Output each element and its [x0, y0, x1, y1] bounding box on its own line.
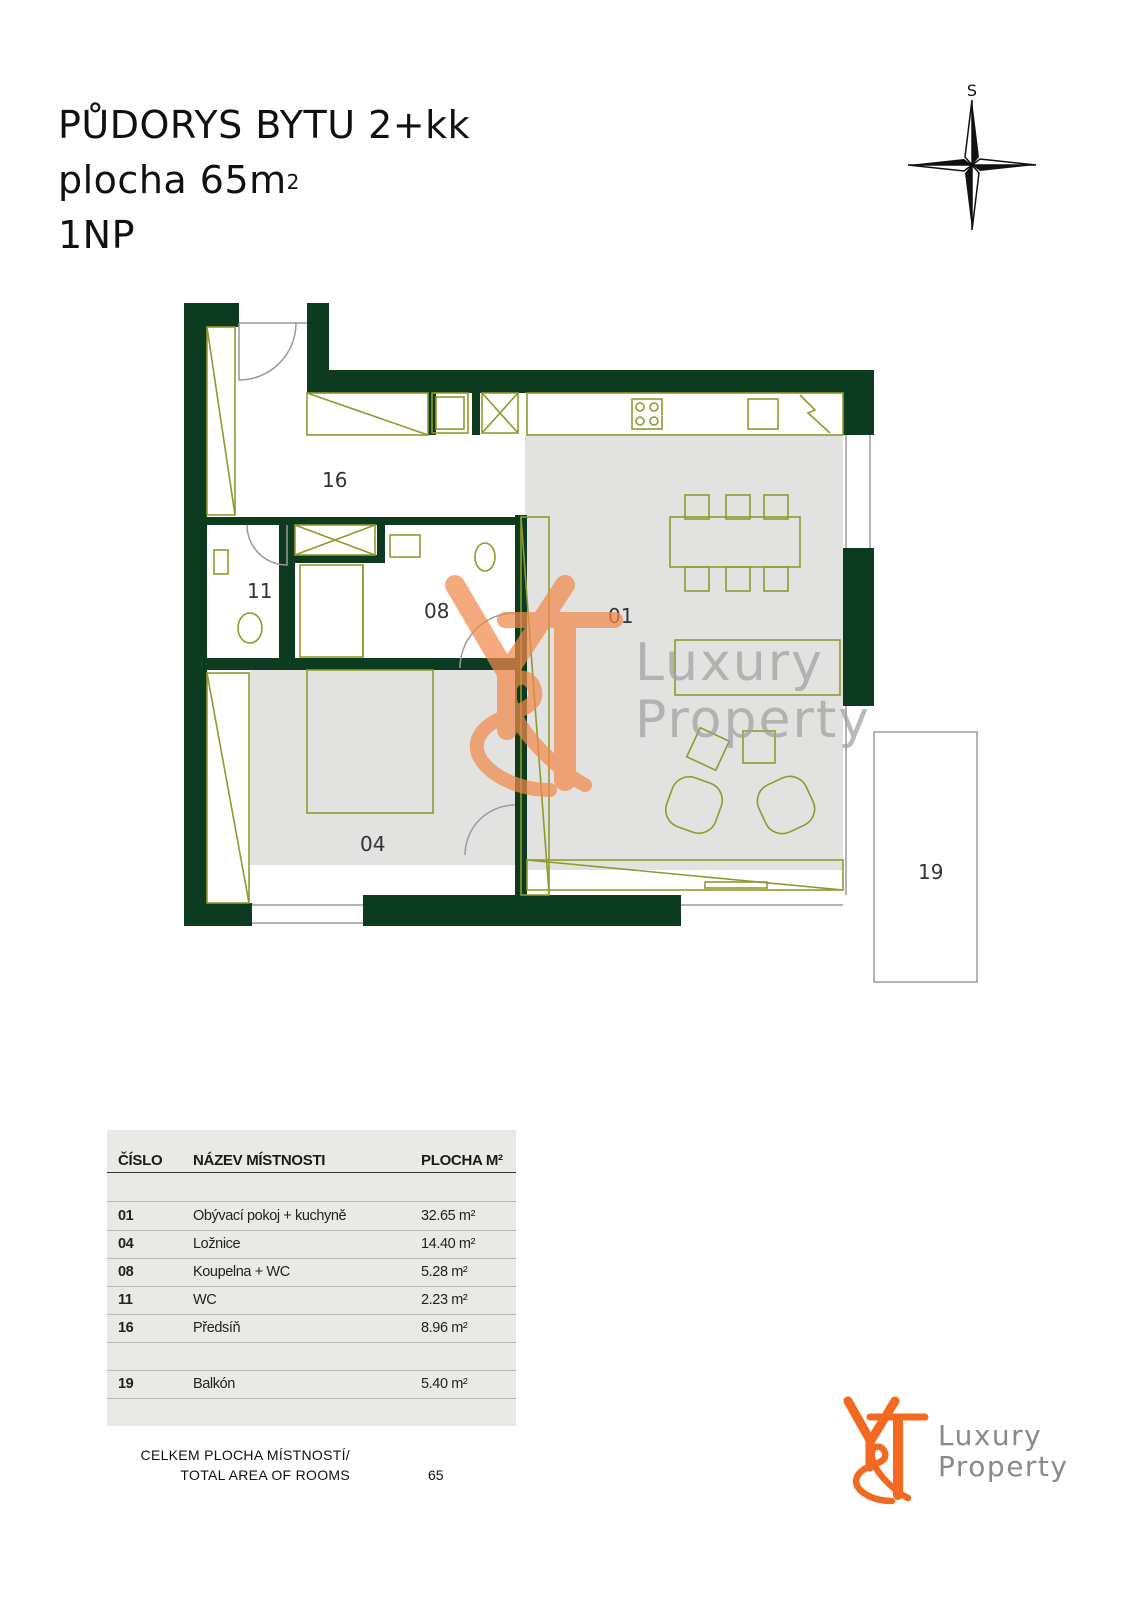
table-row: 19 Balkón 5.40 m² — [107, 1370, 516, 1399]
cell-area: 5.28 m² — [421, 1264, 468, 1280]
title-area: plocha 65m2 — [58, 153, 470, 208]
compass-label: S — [967, 81, 977, 100]
watermark: Luxury Property — [445, 575, 871, 797]
table-row: 01 Obývací pokoj + kuchyně 32.65 m² — [107, 1202, 516, 1231]
total-label-line-2: TOTAL AREA OF ROOMS — [180, 1467, 350, 1483]
cell-name: WC — [193, 1292, 217, 1308]
cell-num: 01 — [118, 1208, 134, 1224]
table-header: ČÍSLO NÁZEV MÍSTNOSTI PLOCHA M² — [107, 1144, 516, 1173]
room-label-08: 08 — [424, 599, 449, 623]
table-row: 04 Ložnice 14.40 m² — [107, 1230, 516, 1259]
cell-name: Obývací pokoj + kuchyně — [193, 1208, 347, 1224]
logo-line-2: Property — [938, 1450, 1068, 1483]
cell-num: 11 — [118, 1292, 133, 1308]
plan-title: PŮDORYS BYTU 2+kk plocha 65m2 1NP — [58, 98, 470, 263]
room-label-04: 04 — [360, 832, 385, 856]
total-label-line-1: CELKEM PLOCHA MÍSTNOSTÍ/ — [140, 1447, 350, 1463]
cell-area: 8.96 m² — [421, 1320, 468, 1336]
rooms-table: ČÍSLO NÁZEV MÍSTNOSTI PLOCHA M² 01 Obýva… — [107, 1130, 516, 1426]
compass-star — [907, 99, 1037, 231]
cell-num: 04 — [118, 1236, 134, 1252]
room-labels: 16 11 08 01 04 19 — [247, 468, 943, 884]
title-area-sup: 2 — [286, 170, 300, 194]
logo-line-1: Luxury — [938, 1419, 1042, 1452]
room-label-19: 19 — [918, 860, 943, 884]
total-label: CELKEM PLOCHA MÍSTNOSTÍ/ TOTAL AREA OF R… — [110, 1445, 350, 1485]
cell-name: Předsíň — [193, 1320, 241, 1336]
cell-name: Balkón — [193, 1376, 235, 1392]
room-label-16: 16 — [322, 468, 347, 492]
floor-plan: 16 11 08 01 04 19 — [184, 303, 978, 983]
header-area: PLOCHA M² — [421, 1152, 503, 1169]
compass-icon: S — [907, 81, 1037, 231]
floor-areas — [250, 435, 843, 870]
header-num: ČÍSLO — [118, 1152, 163, 1169]
logo: Luxury Property — [843, 1396, 1068, 1505]
cell-area: 5.40 m² — [421, 1376, 468, 1392]
room-label-11: 11 — [247, 579, 272, 603]
watermark-line-1: Luxury — [635, 633, 824, 693]
cell-name: Koupelna + WC — [193, 1264, 290, 1280]
title-layout: PŮDORYS BYTU 2+kk — [58, 103, 471, 147]
table-spacer — [107, 1173, 516, 1202]
table-row — [107, 1342, 516, 1371]
windows — [252, 435, 978, 983]
logo-mark-icon — [843, 1396, 929, 1505]
total-value: 65 — [428, 1467, 444, 1483]
cell-name: Ložnice — [193, 1236, 241, 1252]
cell-area: 2.23 m² — [421, 1292, 468, 1308]
watermark-line-2: Property — [635, 690, 871, 750]
cell-area: 32.65 m² — [421, 1208, 476, 1224]
watermark-mark-icon — [445, 575, 623, 797]
cell-num: 19 — [118, 1376, 134, 1392]
cell-area: 14.40 m² — [421, 1236, 476, 1252]
title-area-text: plocha 65m — [58, 158, 287, 202]
table-row: 08 Koupelna + WC 5.28 m² — [107, 1258, 516, 1287]
walls — [184, 303, 874, 926]
header-name: NÁZEV MÍSTNOSTI — [193, 1152, 326, 1169]
table-row: 11 WC 2.23 m² — [107, 1286, 516, 1315]
cell-num: 16 — [118, 1320, 134, 1336]
table-row: 16 Předsíň 8.96 m² — [107, 1314, 516, 1343]
title-floor: 1NP — [58, 213, 136, 257]
cell-num: 08 — [118, 1264, 134, 1280]
